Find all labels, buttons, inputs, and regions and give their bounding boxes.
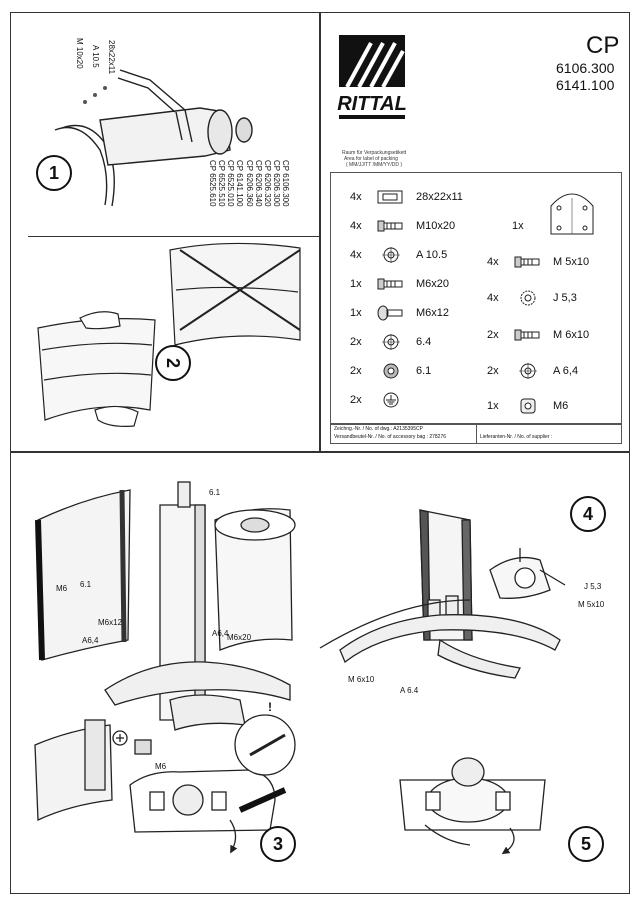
bolt-icon xyxy=(513,253,543,271)
product-code-1: 6106.300 xyxy=(556,60,615,76)
label-6-1-b: 6.1 xyxy=(209,488,221,497)
parts-left-item: 4x A 10.5 xyxy=(350,246,447,264)
part-quantity: 4x xyxy=(487,256,499,268)
parts-left-item: 4x M10x20 xyxy=(350,217,455,235)
part-label: M 5x10 xyxy=(553,256,590,268)
part-quantity: 4x xyxy=(487,292,499,304)
step-number-5: 5 xyxy=(568,826,604,862)
part-quantity: 2x xyxy=(350,336,362,348)
label-m6x20: M6x20 xyxy=(227,633,252,642)
washer-icon xyxy=(376,246,406,264)
label-m5x10: M 5x10 xyxy=(578,600,605,609)
part-label: M10x20 xyxy=(416,220,456,232)
packing-note-2: Area for label of packing xyxy=(344,156,398,162)
part-label: 28x22x11 xyxy=(416,191,463,203)
screw-icon xyxy=(376,304,406,322)
part-label: A 10.5 xyxy=(416,249,448,261)
parts-right-item: 2x A 6,4 xyxy=(487,362,578,380)
bolt-icon xyxy=(376,217,406,235)
svg-text:RITTAL: RITTAL xyxy=(337,93,407,115)
part-quantity: 1x xyxy=(487,400,499,412)
part-quantity: 1x xyxy=(350,278,362,290)
part-quantity: 4x xyxy=(350,220,362,232)
parts-left-item: 1x M6x20 xyxy=(350,275,449,293)
lock-washer-icon xyxy=(513,289,543,307)
drawing-number: Zeichng.-Nr. / No. of dwg.: A2135395CP xyxy=(334,426,423,432)
packing-note-1: Raum für Verpackungsetikett xyxy=(342,150,407,156)
label-m6x10: M 6x10 xyxy=(348,675,375,684)
bolt-icon xyxy=(376,275,406,293)
label-a6-4-b: A6,4 xyxy=(212,629,229,638)
parts-right-item: 1x xyxy=(512,185,610,241)
parts-left-item: 2x 6.4 xyxy=(350,333,431,351)
product-code-2: 6141.100 xyxy=(556,77,615,93)
rittal-logo: RITTAL xyxy=(337,33,407,127)
part-label: M6x12 xyxy=(416,307,450,319)
spacer-icon xyxy=(376,188,406,206)
footer-divider xyxy=(476,424,477,444)
label-a6-4-c: A 6.4 xyxy=(400,686,419,695)
accessory-bag-number: Versandbeutel-Nr. / No. of accessory bag… xyxy=(334,434,447,440)
washer-icon xyxy=(513,362,543,380)
label-m6: M6 xyxy=(56,584,68,593)
step-number-4: 4 xyxy=(570,496,606,532)
label-6-1: 6.1 xyxy=(80,580,92,589)
part-quantity: 1x xyxy=(512,220,524,232)
warning-mark: ! xyxy=(268,700,272,714)
parts-right-item: 1x M6 xyxy=(487,397,568,415)
part-quantity: 4x xyxy=(350,249,362,261)
part-quantity: 2x xyxy=(350,394,362,406)
part-label: 6.4 xyxy=(416,336,432,348)
part-label: M 6x10 xyxy=(553,329,590,341)
part-quantity: 2x xyxy=(350,365,362,377)
parts-list-box xyxy=(330,172,622,424)
bolt-icon xyxy=(513,326,543,344)
parts-left-item: 1x M6x12 xyxy=(350,304,449,322)
part-label: J 5,3 xyxy=(553,292,577,304)
part-quantity: 4x xyxy=(350,191,362,203)
step1-2-panel xyxy=(10,12,320,452)
part-label: M6 xyxy=(553,400,569,412)
parts-panel xyxy=(320,12,630,452)
label-m6-b: M6 xyxy=(155,762,167,771)
parts-right-item: 2x M 6x10 xyxy=(487,326,589,344)
part-quantity: 1x xyxy=(350,307,362,319)
product-title: CP xyxy=(586,32,620,59)
parts-left-item: 2x 6.1 xyxy=(350,362,431,380)
part-label: A 6,4 xyxy=(553,365,579,377)
parts-left-item: 4x 28x22x11 xyxy=(350,188,463,206)
nut-washer-icon xyxy=(376,362,406,380)
label-a6-4: A6,4 xyxy=(82,636,99,645)
assembly-panel xyxy=(10,452,630,894)
cage-nut-icon xyxy=(513,397,543,415)
plate-icon xyxy=(544,185,600,241)
part-quantity: 2x xyxy=(487,329,499,341)
label-m6x12: M6x12 xyxy=(98,618,123,627)
parts-left-item: 2x xyxy=(350,391,416,409)
parts-right-item: 4x M 5x10 xyxy=(487,253,589,271)
part-label: 6.1 xyxy=(416,365,432,377)
washer-icon xyxy=(376,333,406,351)
part-label: M6x20 xyxy=(416,278,450,290)
parts-right-item: 4x J 5,3 xyxy=(487,289,577,307)
step-number-3: 3 xyxy=(260,826,296,862)
label-j5-3: J 5,3 xyxy=(584,582,602,591)
supplier-number: Lieferanten-Nr. / No. of supplier : xyxy=(480,434,553,440)
earth-icon xyxy=(376,391,406,409)
step-divider xyxy=(28,236,320,237)
part-quantity: 2x xyxy=(487,365,499,377)
step-number-1: 1 xyxy=(36,155,72,191)
packing-note-3: ( MM/JJ/TT /MM/YY/DD ) xyxy=(346,162,403,168)
